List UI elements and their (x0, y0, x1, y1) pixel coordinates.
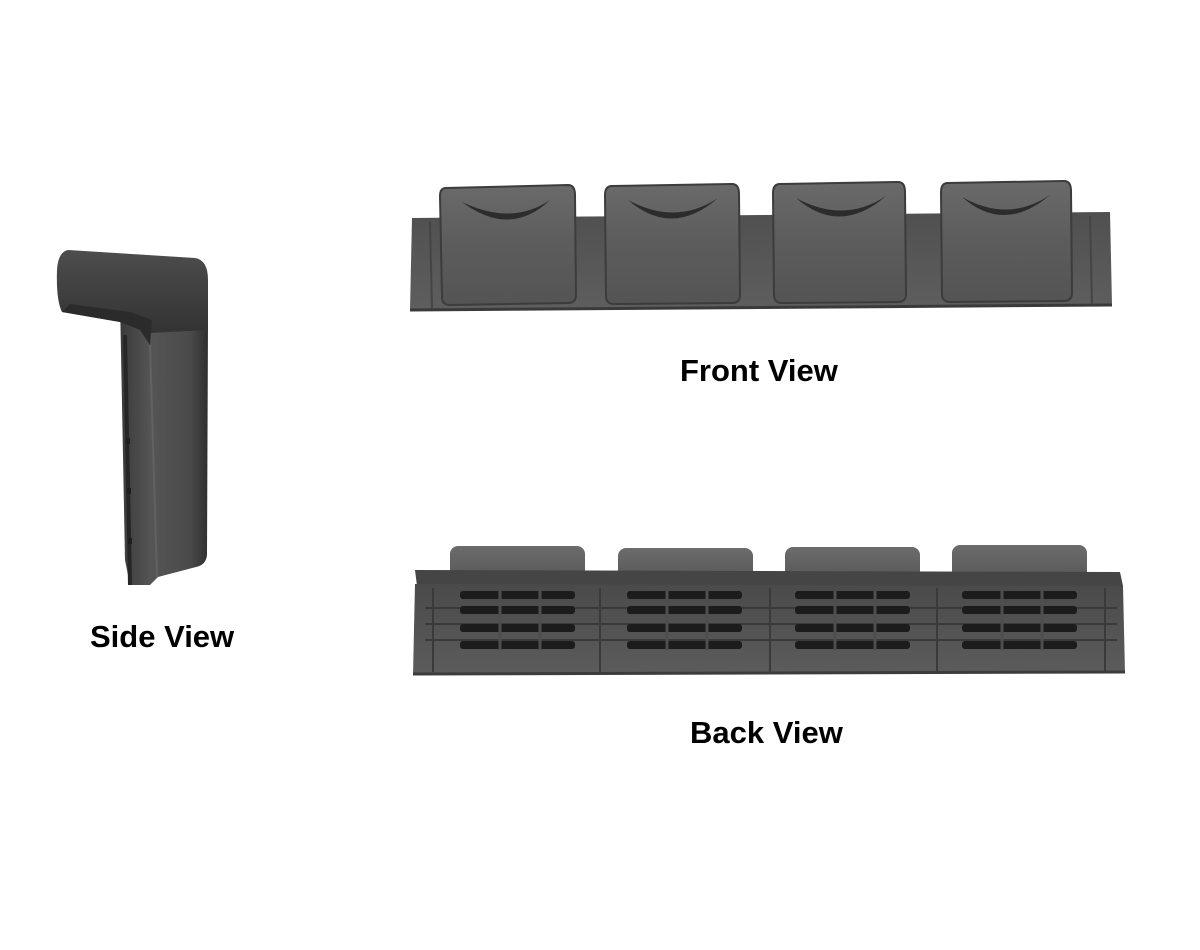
front-view-caption: Front View (680, 353, 838, 388)
front-end-groove (1089, 215, 1093, 305)
side-top-lip (62, 304, 152, 345)
front-cushion-illustration (409, 179, 1113, 312)
side-notch (128, 538, 132, 544)
back-slot-crossbars (498, 591, 1044, 650)
side-profile-illustration (56, 250, 208, 586)
back-vent-group (962, 591, 1077, 649)
back-vented-illustration (412, 545, 1126, 676)
side-stem (120, 300, 208, 585)
back-view-caption: Back View (690, 715, 843, 750)
front-base-strip (410, 212, 1112, 310)
front-pad (438, 183, 578, 307)
side-stem-edge (149, 344, 158, 578)
back-vent-group (627, 591, 742, 649)
back-bottom-edge (412, 670, 1126, 676)
front-base-bottom-edge (409, 303, 1113, 312)
back-view-figure (405, 540, 1135, 690)
front-view-figure (400, 170, 1130, 320)
front-pad (939, 179, 1074, 304)
side-notch (126, 438, 130, 444)
back-vent-group (795, 591, 910, 649)
front-pad (603, 182, 742, 306)
back-vent-group (460, 591, 575, 649)
side-view-figure (0, 0, 260, 600)
front-pad (771, 180, 908, 305)
side-view-caption: Side View (90, 619, 235, 654)
front-end-groove (429, 221, 433, 309)
back-top-lip (415, 570, 1123, 586)
side-notch (127, 488, 131, 494)
